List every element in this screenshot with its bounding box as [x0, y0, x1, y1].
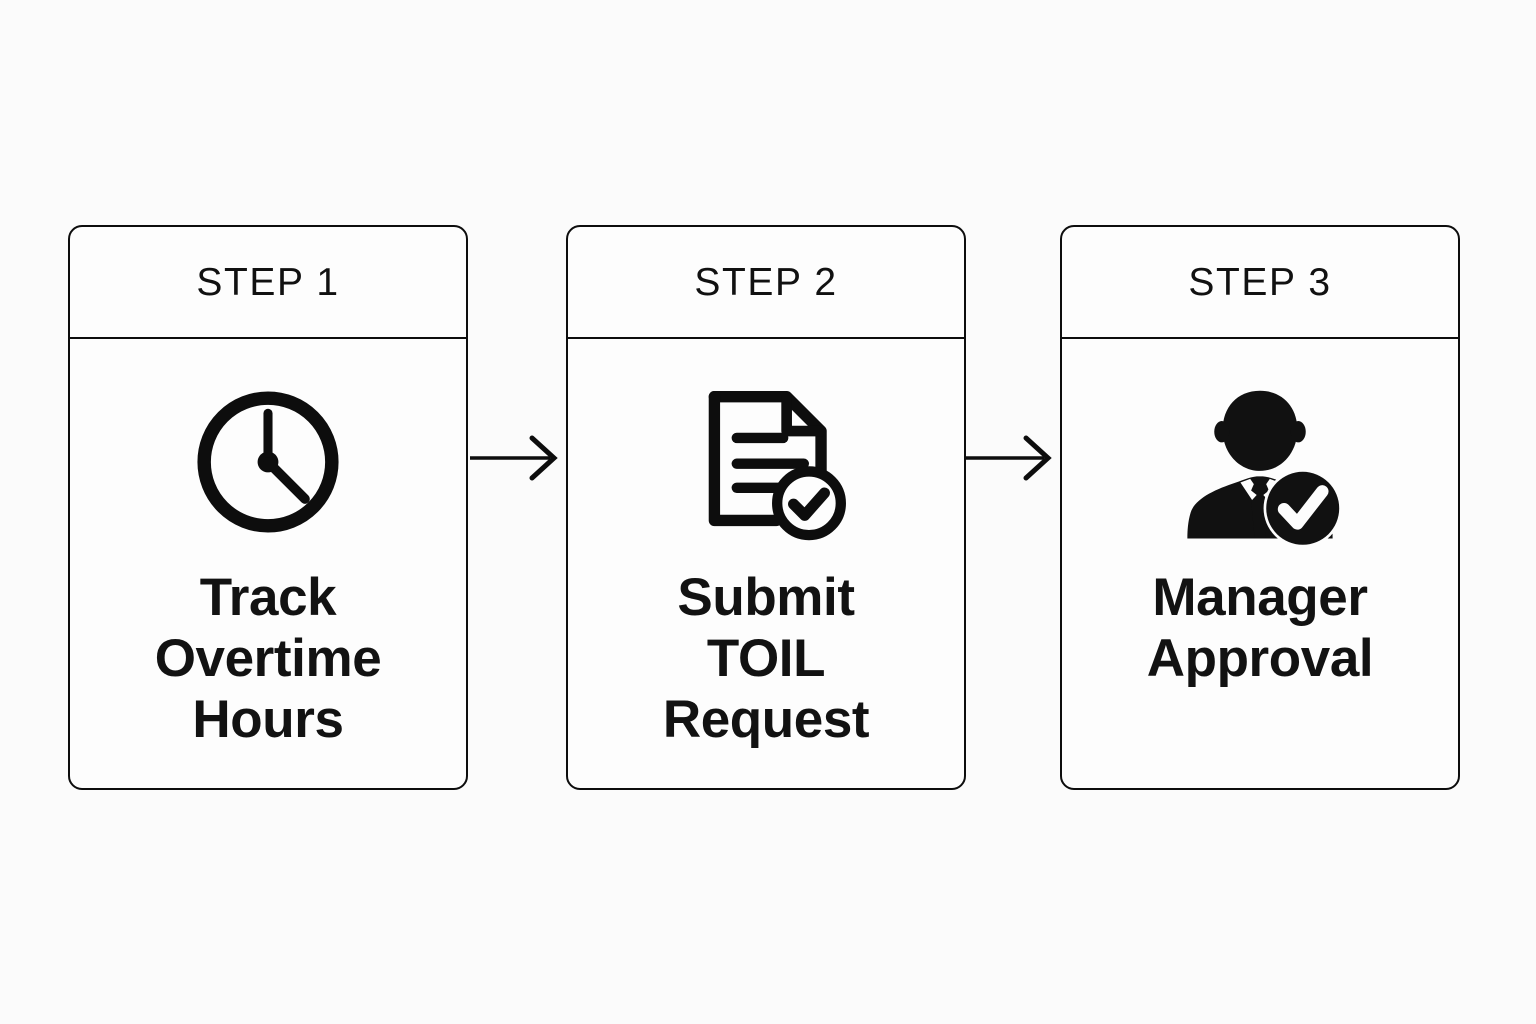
arrow-step1-to-step2 [470, 432, 566, 484]
step-card-2-header: STEP 2 [568, 227, 964, 339]
step-card-1-header-label: STEP 1 [196, 260, 340, 304]
step-card-3-body: Manager Approval [1062, 339, 1458, 788]
clock-icon [184, 372, 352, 552]
step-card-3-caption: Manager Approval [1146, 568, 1374, 688]
step-card-2-caption: Submit TOIL Request [662, 568, 870, 749]
step-card-3: STEP 3 [1060, 225, 1460, 790]
step-card-1-body: Track Overtime Hours [70, 339, 466, 788]
step-card-2-header-label: STEP 2 [694, 260, 838, 304]
step-card-3-header: STEP 3 [1062, 227, 1458, 339]
document-check-icon [680, 372, 852, 552]
step-card-1-caption: Track Overtime Hours [154, 568, 382, 749]
arrow-step2-to-step3 [964, 432, 1060, 484]
user-approved-icon [1171, 372, 1349, 552]
step-card-2: STEP 2 Submit TOIL Request [566, 225, 966, 790]
step-card-2-body: Submit TOIL Request [568, 339, 964, 788]
step-card-3-header-label: STEP 3 [1188, 260, 1332, 304]
step-card-1-header: STEP 1 [70, 227, 466, 339]
step-card-1: STEP 1 Track Overtime Hours [68, 225, 468, 790]
